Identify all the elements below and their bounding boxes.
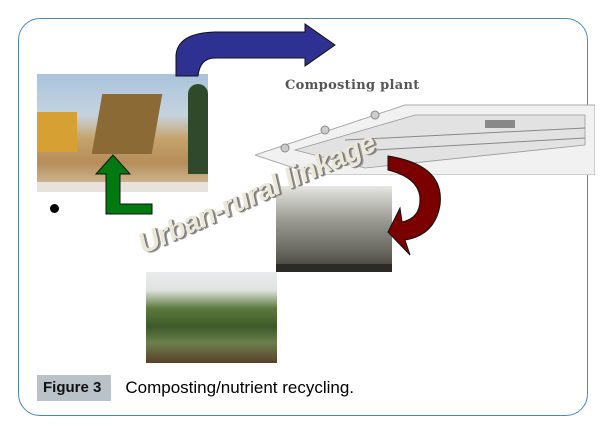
vegetable-field-photo bbox=[146, 272, 277, 363]
compost-marketing-photo bbox=[276, 186, 392, 272]
figure-caption-text: Composting/nutrient recycling. bbox=[125, 378, 355, 397]
bullet-point bbox=[50, 204, 59, 213]
red-curved-arrow-icon bbox=[387, 155, 441, 256]
composting-plant-title: Composting plant bbox=[285, 78, 420, 93]
blue-curved-arrow-icon bbox=[175, 23, 336, 77]
composting-plant-drawing bbox=[255, 104, 595, 175]
figure-frame bbox=[18, 18, 588, 416]
figure-label: Figure 3 bbox=[37, 375, 112, 401]
green-bent-arrow-icon bbox=[94, 154, 153, 215]
figure-caption: Figure 3 Composting/nutrient recycling. bbox=[37, 375, 354, 401]
